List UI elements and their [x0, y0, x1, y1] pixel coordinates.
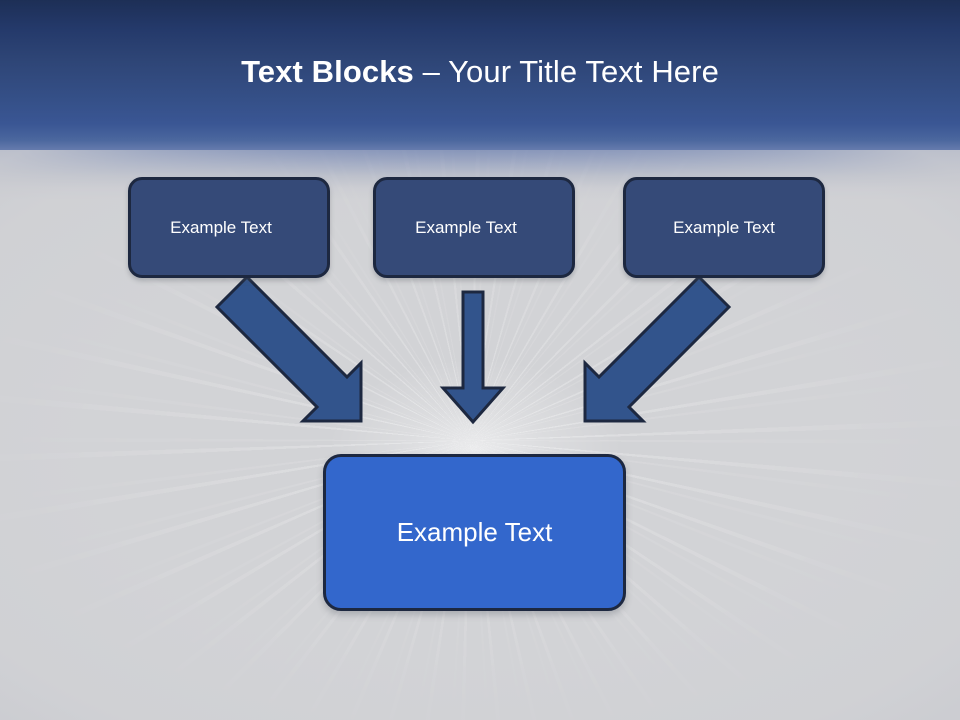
result-node-label: Example Text: [396, 517, 553, 547]
source-node-3[interactable]: Example Text: [623, 177, 825, 278]
result-node[interactable]: Example Text: [323, 454, 626, 611]
source-node-2-label: Example Text: [415, 217, 517, 237]
source-node-3-label: Example Text: [673, 217, 775, 237]
slide-title-bold: Text Blocks: [241, 54, 414, 89]
source-node-1[interactable]: Example Text: [128, 177, 330, 278]
slide-title-separator: –: [413, 54, 449, 89]
slide-title: Text Blocks – Your Title Text Here: [0, 52, 960, 92]
source-node-1-label: Example Text: [170, 217, 272, 237]
slide-title-light: Your Title Text Here: [448, 54, 719, 89]
source-node-2[interactable]: Example Text: [373, 177, 575, 278]
